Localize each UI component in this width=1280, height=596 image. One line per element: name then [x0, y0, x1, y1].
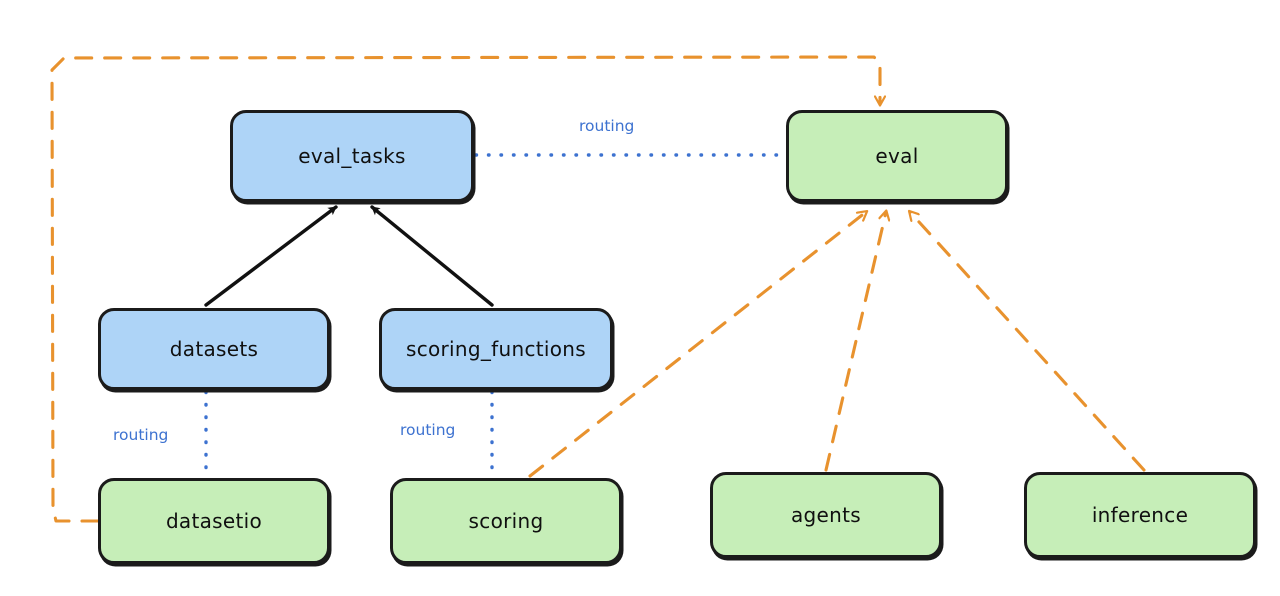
node-scoring[interactable]: scoring	[390, 478, 622, 564]
node-label: datasetio	[165, 509, 263, 533]
node-eval-tasks[interactable]: eval_tasks	[230, 110, 474, 202]
edge-inference-eval	[910, 212, 1146, 472]
node-scoring-functions[interactable]: scoring_functions	[379, 308, 613, 390]
edge-scoring-functions-eval-tasks	[370, 205, 494, 307]
node-label: inference	[1091, 503, 1189, 527]
node-label: scoring_functions	[405, 337, 587, 361]
edge-scoring-eval	[528, 212, 866, 478]
node-label: agents	[791, 503, 861, 527]
node-datasets[interactable]: datasets	[98, 308, 330, 390]
node-eval[interactable]: eval	[786, 110, 1008, 202]
node-label: scoring	[468, 509, 544, 533]
edge-agents-eval	[824, 212, 886, 472]
node-agents[interactable]: agents	[710, 472, 942, 558]
node-datasetio[interactable]: datasetio	[98, 478, 330, 564]
node-label: eval_tasks	[298, 144, 406, 168]
edge-datasetio-eval	[50, 55, 880, 523]
node-label: eval	[875, 144, 919, 168]
edge-datasets-eval-tasks	[204, 205, 338, 307]
node-inference[interactable]: inference	[1024, 472, 1256, 558]
node-label: datasets	[169, 337, 259, 361]
